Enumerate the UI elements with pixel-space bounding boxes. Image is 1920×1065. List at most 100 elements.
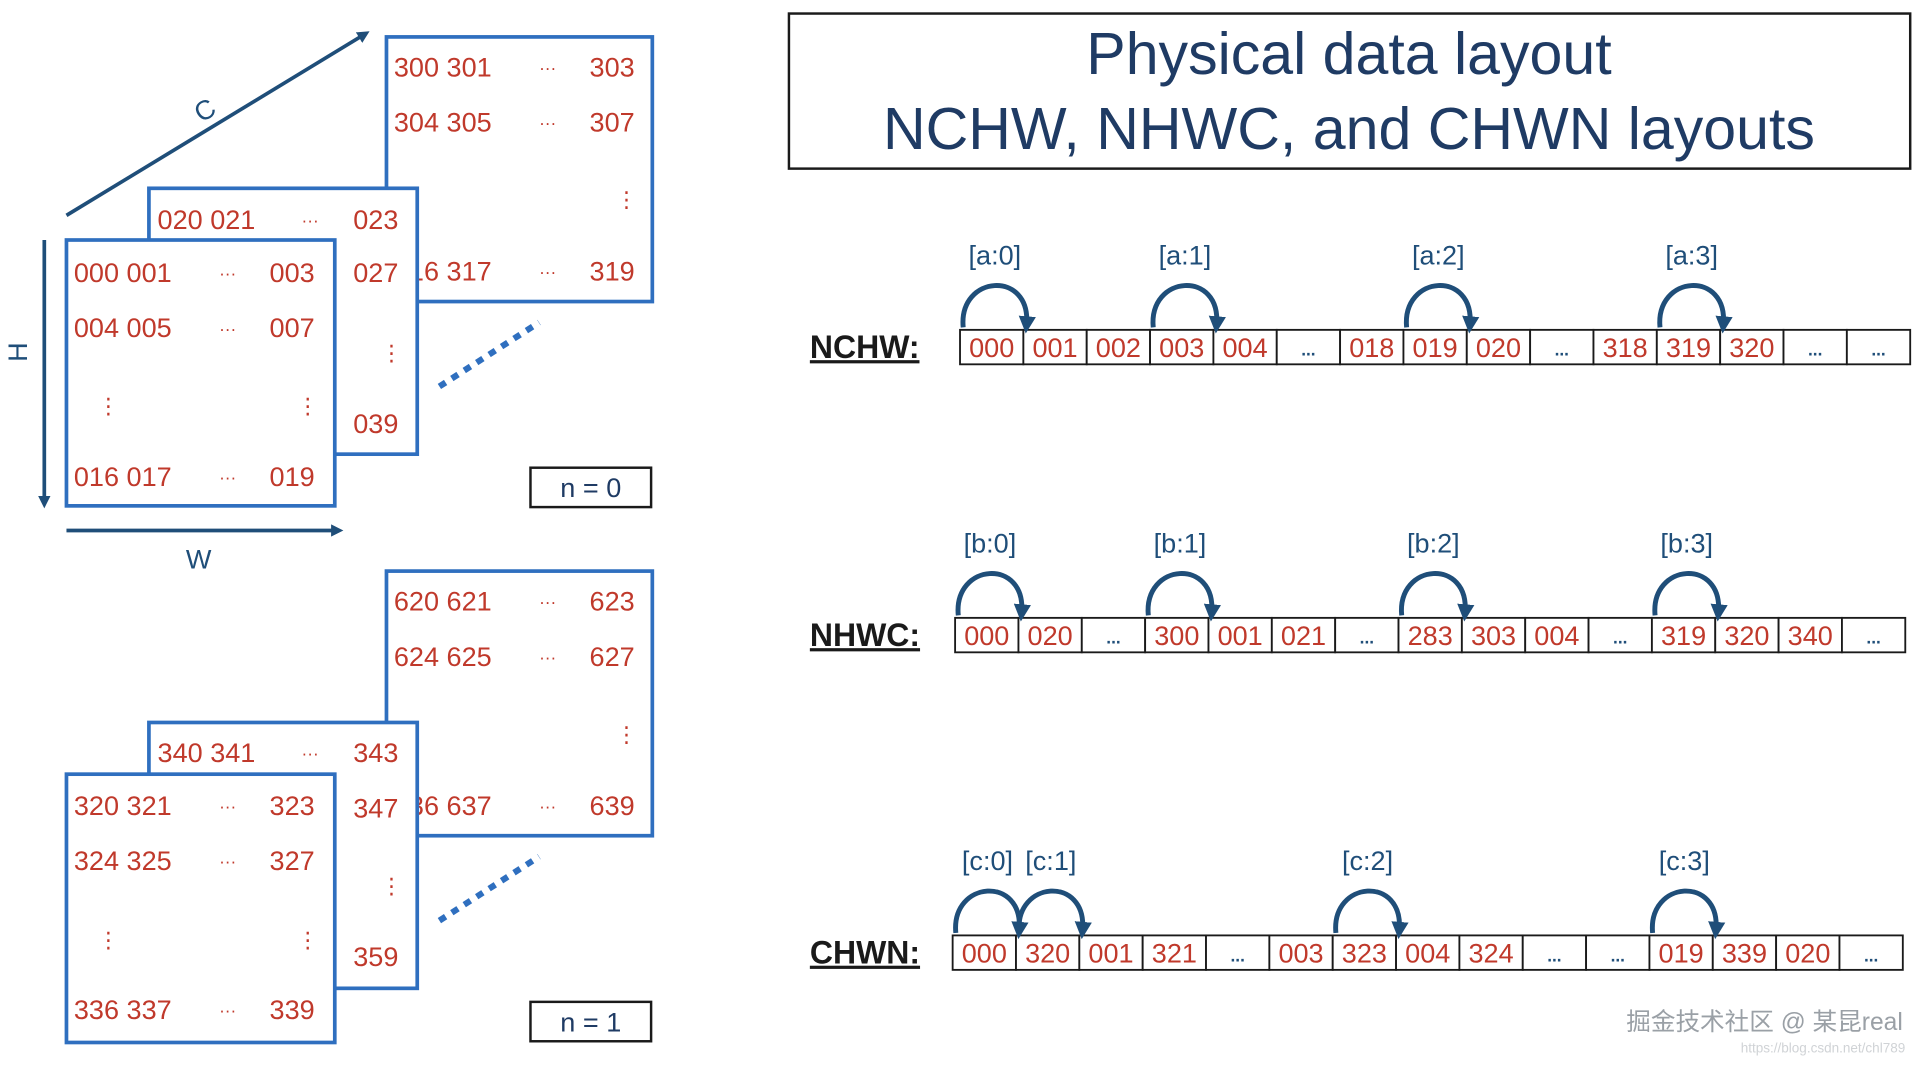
cell-text: ··· (539, 647, 556, 667)
layout-cell (1078, 934, 1144, 971)
layout-name-label: CHWN: (810, 935, 920, 971)
cell-text: 323 (270, 790, 315, 821)
layout-cell (1655, 328, 1722, 366)
cell-text: ⋮ (97, 394, 119, 419)
cell-text: 016 017 (74, 461, 172, 492)
continuation-dots (437, 854, 541, 924)
cell-text: 320 321 (74, 790, 172, 821)
cell-text: 027 (353, 257, 398, 288)
layout-cell (1838, 934, 1904, 971)
cell-text: 003 (270, 257, 315, 288)
cell-text: ··· (302, 210, 319, 230)
cell-text: ··· (219, 1001, 236, 1021)
n0-label: n = 0 (560, 472, 621, 503)
layout-cell (1714, 616, 1780, 654)
layout-cell (1587, 616, 1653, 654)
layout-cell-text: 004 (1534, 620, 1579, 651)
layout-cell (1402, 328, 1468, 366)
layout-cell (1334, 616, 1400, 654)
n0-label-box (529, 466, 653, 509)
layout-cell-text: 320 (1729, 332, 1774, 363)
cell-text: ⋮ (380, 874, 402, 899)
cell-text: 020 021 (158, 204, 256, 235)
stride-label: [a:0] (969, 240, 1022, 271)
cell-text: 359 (353, 941, 398, 972)
layout-cell-text: 001 (1088, 937, 1133, 968)
layout-cell (1017, 616, 1083, 654)
title-box: Physical data layout NCHW, NHWC, and CHW… (787, 12, 1912, 170)
layout-cell-text: 020 (1476, 332, 1521, 363)
cell-text: 004 005 (74, 312, 172, 343)
layout-cell (1270, 616, 1337, 654)
layout-cell-text: ... (1360, 628, 1374, 648)
layout-cell-text: ... (1301, 340, 1315, 360)
layout-cell (1022, 328, 1088, 366)
stride-arrow (1404, 283, 1480, 334)
stride-label: [a:3] (1665, 240, 1718, 271)
title-line-2: NCHW, NHWC, and CHWN layouts (883, 96, 1815, 162)
cell-text: 324 325 (74, 845, 172, 876)
layout-cell-text: 318 (1603, 332, 1648, 363)
stride-label: [b:1] (1154, 528, 1207, 559)
layout-cell (1460, 616, 1527, 654)
cell-text: 019 (270, 461, 315, 492)
layout-cell-text: ... (1864, 945, 1878, 965)
layout-cell (1015, 934, 1081, 971)
stride-arrow (955, 571, 1031, 622)
cell-text: ⋮ (297, 928, 319, 953)
layout-cell (1711, 934, 1778, 971)
title-line-1: Physical data layout (1086, 21, 1611, 87)
layout-cell-text: 320 (1025, 937, 1070, 968)
cell-text: ··· (539, 58, 556, 78)
cell-text: 623 (590, 585, 635, 616)
stride-label: [c:1] (1025, 845, 1076, 876)
layout-cell-text: 283 (1408, 620, 1453, 651)
cell-text: ··· (539, 592, 556, 612)
cell-text: ··· (539, 796, 556, 816)
cell-text: 347 (353, 792, 398, 823)
cell-text: 624 625 (394, 641, 492, 672)
cell-text: 007 (270, 312, 315, 343)
layout-cell (1845, 328, 1912, 366)
title-frame (787, 12, 1912, 170)
cell-text: ··· (539, 262, 556, 282)
h-axis-label: H (2, 342, 33, 362)
stride-label: [c:2] (1342, 845, 1393, 876)
cell-text: 327 (270, 845, 315, 876)
cell-text: ··· (302, 743, 319, 763)
layout-cell (1275, 328, 1342, 366)
layout-cell-text: 019 (1659, 937, 1704, 968)
cell-text: 303 (590, 51, 635, 82)
layout-cell (1648, 934, 1714, 971)
stride-arrow (1145, 571, 1221, 622)
layout-name-label: NCHW: (810, 329, 920, 365)
stride-label: [c:0] (962, 845, 1013, 876)
tensor-n1-front-slab (64, 772, 337, 1045)
layout-cell-text: ... (1871, 340, 1885, 360)
layout-cell (1458, 934, 1524, 971)
stride-arrow (1650, 888, 1726, 940)
layout-cell-text: 300 (1154, 620, 1199, 651)
cell-text: 343 (353, 737, 398, 768)
layout-cell (1592, 328, 1658, 366)
layout-cell-text: 303 (1471, 620, 1516, 651)
layout-cell-text: 324 (1468, 937, 1513, 968)
cell-text: 304 305 (394, 107, 492, 138)
layout-cell-text: 340 (1788, 620, 1833, 651)
cell-text: ··· (219, 852, 236, 872)
cell-text: ⋮ (297, 394, 319, 419)
watermark-url: https://blog.csdn.net/chl789 (1741, 1040, 1906, 1055)
cell-text: ⋮ (380, 341, 402, 366)
layout-cell (1585, 934, 1651, 971)
layout-cell (1212, 328, 1278, 366)
layout-cell-text: 004 (1222, 332, 1267, 363)
cell-text: 339 (270, 994, 315, 1025)
stride-arrow (960, 283, 1036, 334)
cell-text: ··· (539, 113, 556, 133)
stride-arrow (1016, 888, 1092, 940)
layout-cell-text: ... (1547, 945, 1561, 965)
cell-text: 307 (590, 107, 635, 138)
cell-text: ⋮ (97, 928, 119, 953)
continuation-dots (437, 319, 541, 390)
